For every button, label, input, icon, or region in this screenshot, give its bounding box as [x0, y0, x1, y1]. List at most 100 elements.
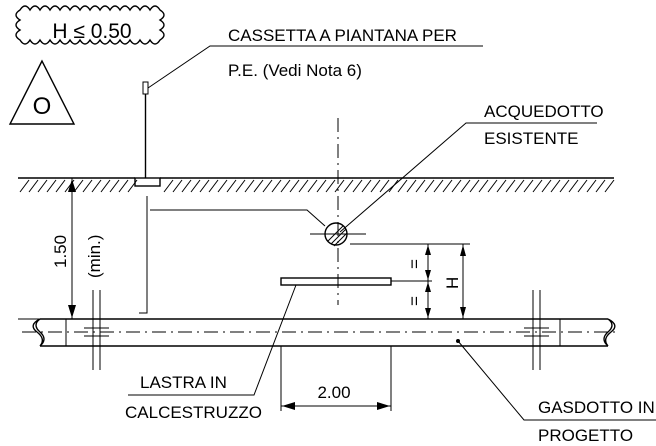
ground-hatch-stroke — [235, 179, 246, 193]
depth-note: (min.) — [85, 235, 104, 278]
cable-route-link — [150, 209, 326, 227]
height-value: H — [443, 277, 462, 289]
acquedotto-circle — [324, 222, 348, 246]
ground-surface — [18, 177, 615, 193]
ground-hatch-stroke — [262, 179, 273, 193]
ground-hatch-stroke — [577, 179, 588, 193]
ground-hatch-stroke — [172, 179, 183, 193]
acquedotto-label-line2: ESISTENTE — [484, 129, 578, 148]
cable-route — [139, 196, 148, 314]
ground-hatch-stroke — [532, 179, 543, 193]
ground-hatch-stroke — [442, 179, 453, 193]
ground-hatch-stroke — [253, 179, 264, 193]
ground-hatch-stroke — [451, 179, 462, 193]
height-condition-tag: H ≤ 0.50 O — [8, 5, 165, 125]
ground-hatch-stroke — [496, 179, 507, 193]
ground-hatch-stroke — [82, 179, 93, 193]
ground-hatch-stroke — [109, 179, 120, 193]
post-head — [142, 81, 149, 95]
depth-value: 1.50 — [51, 235, 70, 268]
ground-hatch-stroke — [343, 179, 354, 193]
equal-top: = — [405, 259, 424, 269]
depth-dimension — [18, 178, 76, 320]
acquedotto-label-line1: ACQUEDOTTO — [484, 102, 604, 121]
ground-hatch-stroke — [307, 179, 318, 193]
ground-hatch-stroke — [280, 179, 291, 193]
lastra-label-line2: CALCESTRUZZO — [125, 403, 262, 422]
ground-hatch-stroke — [199, 179, 210, 193]
ground-hatch-stroke — [271, 179, 282, 193]
ground-hatch-stroke — [586, 179, 597, 193]
ground-hatch-stroke — [46, 179, 57, 193]
cassetta-leader — [147, 45, 483, 89]
pipe-joint-left — [84, 290, 109, 370]
ground-hatch-stroke — [28, 179, 39, 193]
ground-hatch-stroke — [361, 179, 372, 193]
ground-hatch-stroke — [127, 179, 138, 193]
cassetta-label-line2: P.E. (Vedi Nota 6) — [228, 61, 362, 80]
ground-hatch-stroke — [541, 179, 552, 193]
ground-hatch-stroke — [334, 179, 345, 193]
equal-bottom: = — [405, 296, 424, 306]
ground-hatch-stroke — [478, 179, 489, 193]
ground-hatch-stroke — [316, 179, 327, 193]
gasdotto-leader — [457, 340, 656, 421]
ground-hatch-stroke — [469, 179, 480, 193]
ground-hatch-stroke — [163, 179, 174, 193]
acquedotto-pipe — [310, 118, 597, 305]
tag-condition-text: H ≤ 0.50 — [52, 20, 131, 43]
ground-hatch-stroke — [406, 179, 417, 193]
ground-hatch-stroke — [91, 179, 102, 193]
ground-hatch-stroke — [487, 179, 498, 193]
ground-hatch-stroke — [559, 179, 570, 193]
acquedotto-leader — [339, 122, 597, 233]
slab-width-value: 2.00 — [317, 383, 350, 402]
acquedotto-hatch — [327, 225, 348, 247]
cassetta-label-line1: CASSETTA A PIANTANA PER — [228, 26, 457, 45]
ground-hatch-stroke — [568, 179, 579, 193]
ground-hatch-stroke — [181, 179, 192, 193]
ground-hatch-stroke — [379, 179, 390, 193]
ground-hatch-stroke — [289, 179, 300, 193]
ground-hatch-stroke — [460, 179, 471, 193]
pipe-break-left — [32, 318, 45, 347]
ground-hatch-stroke — [19, 179, 30, 193]
post-base — [134, 177, 161, 187]
lastra-leader — [128, 284, 297, 396]
ground-hatch-stroke — [55, 179, 66, 193]
tag-cloud-outline — [15, 5, 165, 45]
ground-hatch-stroke — [100, 179, 111, 193]
ground-hatch-stroke — [595, 179, 606, 193]
height-dimension — [350, 243, 470, 319]
ground-hatch-stroke — [415, 179, 426, 193]
ground-hatch-stroke — [208, 179, 219, 193]
ground-hatch-stroke — [523, 179, 534, 193]
tag-code-text: O — [33, 93, 52, 120]
concrete-slab — [280, 277, 392, 286]
ground-hatch-stroke — [433, 179, 444, 193]
ground-hatch-stroke — [190, 179, 201, 193]
lastra-label-line1: LASTRA IN — [140, 373, 227, 392]
ground-hatch — [19, 179, 615, 193]
ground-hatch-stroke — [325, 179, 336, 193]
ground-hatch-stroke — [217, 179, 228, 193]
ground-hatch-stroke — [370, 179, 381, 193]
ground-hatch-stroke — [397, 179, 408, 193]
ground-hatch-stroke — [298, 179, 309, 193]
ground-hatch-stroke — [226, 179, 237, 193]
ground-hatch-stroke — [37, 179, 48, 193]
ground-hatch-stroke — [424, 179, 435, 193]
ground-hatch-stroke — [73, 179, 84, 193]
ground-hatch-stroke — [118, 179, 129, 193]
gasdotto-pipe — [22, 290, 656, 421]
ground-hatch-stroke — [505, 179, 516, 193]
ground-hatch-stroke — [244, 179, 255, 193]
ground-hatch-stroke — [550, 179, 561, 193]
gasdotto-label-line2: PROGETTO — [538, 426, 633, 445]
pipe-break-right — [603, 318, 616, 347]
pipe-joint-right — [524, 290, 549, 370]
ground-hatch-stroke — [352, 179, 363, 193]
slab-width-dimension — [280, 346, 392, 411]
ground-hatch-stroke — [514, 179, 525, 193]
